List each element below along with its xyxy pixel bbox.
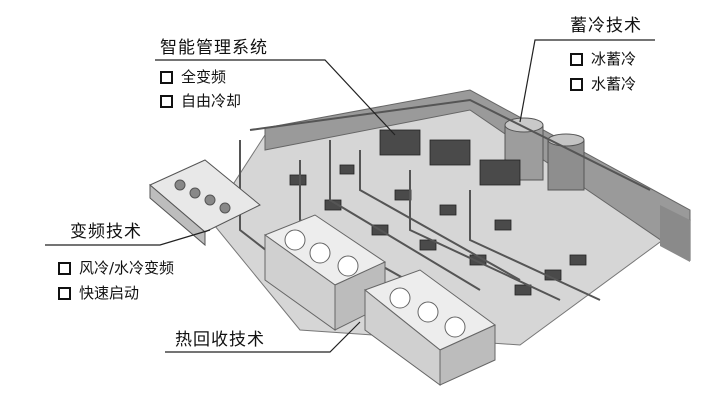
callout-cold-storage-title: 蓄冷技术 <box>570 16 642 36</box>
callout-variable-frequency-item-1: 风冷/水冷变频 <box>58 259 174 277</box>
checkbox-icon <box>58 287 71 300</box>
checkbox-icon <box>160 95 173 108</box>
callout-smart-management-title: 智能管理系统 <box>160 38 268 58</box>
checkbox-icon <box>570 78 583 91</box>
callout-cold-storage-item-2: 水蓄冷 <box>570 75 636 93</box>
checkbox-icon <box>58 262 71 275</box>
checkbox-icon <box>570 53 583 66</box>
callout-variable-frequency-title: 变频技术 <box>70 222 142 242</box>
item-label: 快速启动 <box>79 284 139 302</box>
item-label: 水蓄冷 <box>591 75 636 93</box>
callout-smart-management-item-2: 自由冷却 <box>160 92 241 110</box>
item-label: 风冷/水冷变频 <box>79 259 174 277</box>
callout-smart-management-item-1: 全变频 <box>160 68 226 86</box>
item-label: 冰蓄冷 <box>591 50 636 68</box>
item-label: 自由冷却 <box>181 92 241 110</box>
checkbox-icon <box>160 71 173 84</box>
callout-cold-storage-item-1: 冰蓄冷 <box>570 50 636 68</box>
callout-variable-frequency-item-2: 快速启动 <box>58 284 139 302</box>
item-label: 全变频 <box>181 68 226 86</box>
callout-heat-recovery-title: 热回收技术 <box>175 330 265 350</box>
